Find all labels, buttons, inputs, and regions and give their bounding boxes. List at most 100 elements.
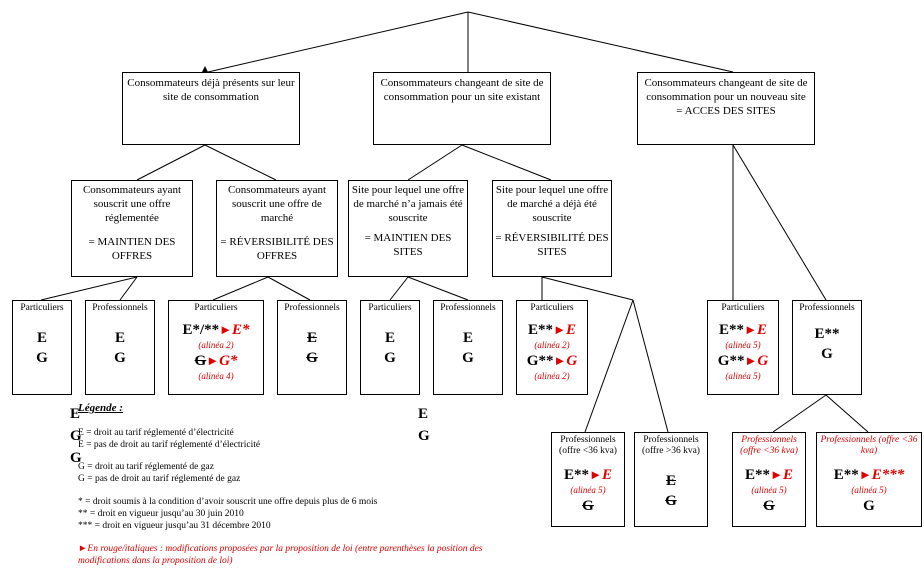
node-already-sub: = RÉVERSIBILITÉ DES SITES xyxy=(495,232,609,258)
node-already-label: Site pour lequel une offre de marché a d… xyxy=(495,184,609,224)
node-market-label: Consommateurs ayant souscrit une offre d… xyxy=(227,184,327,224)
leaf-g-struck: G xyxy=(582,498,594,514)
leaf-header: Professionnels (offre <36 kva) xyxy=(559,435,617,456)
leaf-e-red: E xyxy=(756,322,767,338)
legend-loose-g: G xyxy=(418,428,430,444)
leaf-e: E xyxy=(462,330,473,346)
node-never-market: Site pour lequel une offre de marché n’a… xyxy=(348,180,468,277)
leaf-g2star: G** xyxy=(526,353,554,369)
leaf-e: E xyxy=(36,330,47,346)
legend-g-none: G = pas de droit au tarif réglementé de … xyxy=(78,474,241,484)
leaf-new-pro-lt36-b: Professionnels (offre <36 kva) E**►E*** … xyxy=(816,432,922,527)
leaf-g: G xyxy=(821,346,833,362)
legend-star2: ** = droit en vigueur jusqu’au 30 juin 2… xyxy=(78,509,244,519)
node-regulated-sub: = MAINTIEN DES OFFRES xyxy=(88,236,176,262)
leaf-header: Professionnels (offre >36 kva) xyxy=(642,435,700,456)
node-changing-existing-label: Consommateurs changeant de site de conso… xyxy=(380,77,544,103)
leaf-header: Particuliers xyxy=(721,303,765,313)
leaf-e2star: E** xyxy=(719,322,745,338)
leaf-e: E xyxy=(114,330,125,346)
leaf-alinea: (alinéa 5) xyxy=(570,485,606,495)
legend-red-note: ►En rouge/italiques : modifications prop… xyxy=(78,544,483,566)
leaf-alinea: (alinéa 2) xyxy=(198,340,234,350)
leaf-alinea: (alinéa 2) xyxy=(534,340,570,350)
legend-big-g: G xyxy=(70,428,82,444)
leaf-g: G xyxy=(863,498,875,514)
leaf-header-red: Professionnels (offre <36 kva) xyxy=(820,435,918,456)
legend-star1: * = droit soumis à la condition d’avoir … xyxy=(78,497,378,507)
leaf-e2star: E** xyxy=(528,322,554,338)
legend-e-none: E = pas de droit au tarif réglementé d’é… xyxy=(78,440,261,450)
leaf-e-red: E xyxy=(601,467,612,483)
leaf-g-star-red: G* xyxy=(219,353,238,369)
node-never-sub: = MAINTIEN DES SITES xyxy=(364,232,452,258)
node-never-label: Site pour lequel une offre de marché n’a… xyxy=(351,184,465,224)
legend: Légende : xyxy=(70,402,123,414)
leaf-alinea: (alinéa 5) xyxy=(725,340,761,350)
leaf-g: G xyxy=(384,350,396,366)
leaf-g-struck: G xyxy=(306,350,318,366)
legend-e-right: E = droit au tarif réglementé d’électric… xyxy=(78,428,234,438)
leaf-e-struck: E xyxy=(665,473,676,489)
leaf-alinea: (alinéa 5) xyxy=(751,485,787,495)
legend-star3: *** = droit en vigueur jusqu’au 31 décem… xyxy=(78,521,271,531)
leaf-header: Professionnels xyxy=(440,303,496,313)
node-changing-new-site: Consommateurs changeant de site de conso… xyxy=(637,72,815,145)
leaf-alinea: (alinéa 2) xyxy=(534,371,570,381)
leaf-never-professionnels: Professionnels E G xyxy=(433,300,503,395)
leaf-header: Particuliers xyxy=(194,303,238,313)
leaf-regulated-professionnels: Professionnels E G xyxy=(85,300,155,395)
node-market-sub: = RÉVERSIBILITÉ DES OFFRES xyxy=(220,236,334,262)
leaf-header-red: Professionnels (offre <36 kva) xyxy=(740,435,798,456)
leaf-header: Particuliers xyxy=(20,303,64,313)
leaf-already-pro-lt36: Professionnels (offre <36 kva) E**►E (al… xyxy=(551,432,625,527)
leaf-header: Professionnels xyxy=(284,303,340,313)
leaf-alinea: (alinéa 5) xyxy=(851,485,887,495)
leaf-already-pro-gt36: Professionnels (offre >36 kva) E G xyxy=(634,432,708,527)
leaf-g-struck: G xyxy=(763,498,775,514)
leaf-regulated-particuliers: Particuliers E G xyxy=(12,300,72,395)
leaf-g: G xyxy=(114,350,126,366)
node-market-offer: Consommateurs ayant souscrit une offre d… xyxy=(216,180,338,277)
leaf-e2star: E** xyxy=(814,326,840,342)
leaf-market-professionnels: Professionnels E G xyxy=(277,300,347,395)
node-already-market: Site pour lequel une offre de marché a d… xyxy=(492,180,612,277)
leaf-already-particuliers: Particuliers E**►E (alinéa 2) G**►G (ali… xyxy=(516,300,588,395)
leaf-g: G xyxy=(462,350,474,366)
leaf-e-star-red: E* xyxy=(232,322,250,338)
leaf-header: Professionnels xyxy=(92,303,148,313)
node-existing-site: Consommateurs déjà présents sur leur sit… xyxy=(122,72,300,145)
leaf-g-struck: G xyxy=(194,353,207,369)
leaf-e-struck: E xyxy=(306,330,317,346)
legend-g-right: G = droit au tarif réglementé de gaz xyxy=(78,462,214,472)
node-regulated-offer: Consommateurs ayant souscrit une offre r… xyxy=(71,180,193,277)
legend-loose-e: E xyxy=(418,406,429,422)
leaf-header: Professionnels xyxy=(799,303,855,313)
leaf-header: Particuliers xyxy=(530,303,574,313)
leaf-e-star: E*/** xyxy=(182,322,220,338)
leaf-never-particuliers: Particuliers E G xyxy=(360,300,420,395)
leaf-e-red: E xyxy=(565,322,576,338)
leaf-g: G xyxy=(36,350,48,366)
node-changing-new-label: Consommateurs changeant de site de conso… xyxy=(644,77,808,103)
node-changing-existing-site: Consommateurs changeant de site de conso… xyxy=(373,72,551,145)
leaf-alinea: (alinéa 5) xyxy=(725,371,761,381)
node-regulated-label: Consommateurs ayant souscrit une offre r… xyxy=(82,184,182,224)
node-changing-new-sub: = ACCES DES SITES xyxy=(676,105,776,117)
leaf-e2star: E** xyxy=(564,467,590,483)
leaf-e3star-red: E*** xyxy=(871,467,905,483)
leaf-new-particuliers: Particuliers E**►E (alinéa 5) G**►G (ali… xyxy=(707,300,779,395)
leaf-g-red: G xyxy=(566,353,578,369)
leaf-alinea: (alinéa 4) xyxy=(198,371,234,381)
leaf-e2star: E** xyxy=(833,467,859,483)
leaf-header: Particuliers xyxy=(368,303,412,313)
legend-big-g2: G xyxy=(70,450,82,466)
leaf-new-professionnels: Professionnels E** G xyxy=(792,300,862,395)
legend-title: Légende : xyxy=(78,402,123,414)
leaf-market-particuliers: Particuliers E*/**►E* (alinéa 2) G►G* (a… xyxy=(168,300,264,395)
leaf-g2star: G** xyxy=(717,353,745,369)
legend-big-e: E xyxy=(70,406,81,422)
leaf-e-red: E xyxy=(782,467,793,483)
node-existing-site-label: Consommateurs déjà présents sur leur sit… xyxy=(127,77,295,103)
